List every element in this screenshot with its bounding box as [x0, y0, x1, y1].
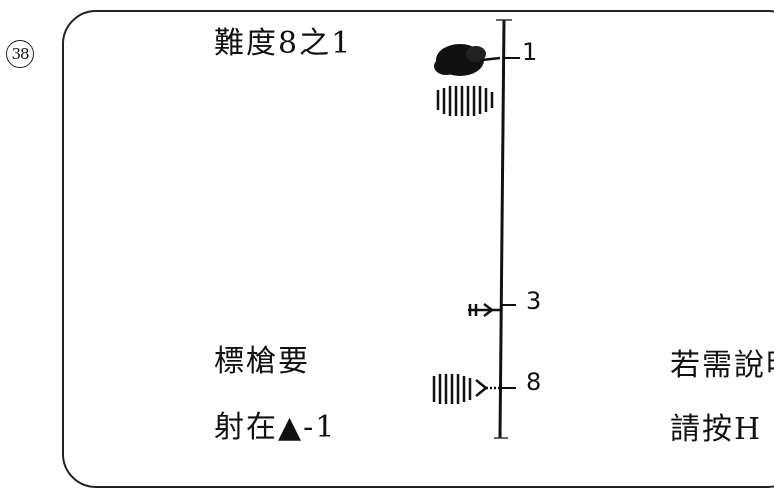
- javelin-track: [432, 19, 520, 439]
- tick-label-1: 1: [522, 38, 538, 66]
- help-line-1: 若需說明: [670, 348, 774, 383]
- aim-arrow-icon: [468, 303, 500, 317]
- track-line: [498, 19, 506, 439]
- instruction-line-1: 標槍要: [214, 344, 310, 379]
- figure-number: 38: [6, 40, 34, 68]
- instruction-line-2: 射在▲-1: [214, 410, 337, 445]
- thrower-icon: [432, 374, 500, 404]
- screen-frame: [62, 10, 774, 488]
- help-line-2: 請按H: [670, 412, 763, 447]
- difficulty-label: 難度8之1: [214, 26, 353, 61]
- tick-label-3: 3: [526, 287, 542, 315]
- tick-label-8: 8: [526, 368, 542, 396]
- javelin-shadow-icon: [436, 86, 494, 116]
- javelin-tip-icon: [434, 44, 501, 76]
